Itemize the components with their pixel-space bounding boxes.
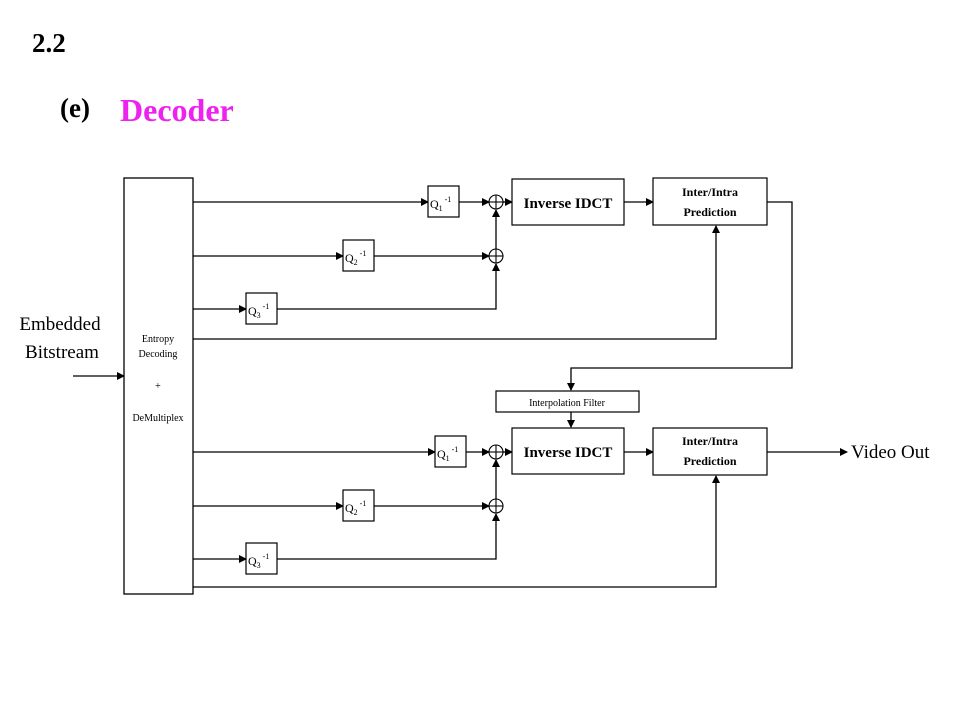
q3-label-bottom: Q3-1 (248, 552, 269, 570)
inverse-idct-bottom-label: Inverse IDCT (524, 445, 613, 461)
demux-block (123, 177, 194, 595)
sum-junction-bottom-1 (488, 444, 504, 460)
prediction-bottom-line1: Inter/Intra (682, 434, 738, 448)
input-label-line2: Bitstream (25, 342, 99, 363)
line-pred-to-interp (567, 201, 793, 391)
demux-line2: Decoding (139, 349, 178, 360)
inverse-idct-top (511, 178, 625, 226)
sum-junction-top-2 (488, 248, 504, 264)
interpolation-filter (495, 390, 640, 413)
inverse-idct-bottom (511, 427, 625, 475)
line-side-to-pred-bottom (193, 475, 720, 588)
q2-inverse-bottom (342, 489, 375, 522)
connection-lines (73, 198, 848, 588)
q1-label-bottom: Q1-1 (437, 445, 458, 463)
inverse-idct-top-label: Inverse IDCT (524, 196, 613, 212)
q2-inverse-top (342, 239, 375, 272)
demux-line3: + (155, 381, 161, 392)
subpart-label: (e) (60, 93, 90, 123)
demux-line4: DeMultiplex (132, 413, 183, 424)
sum-junction-bottom-2 (488, 498, 504, 514)
demux-line1: Entropy (142, 334, 174, 345)
q2-label-top: Q2-1 (345, 249, 366, 267)
q3-inverse-bottom (245, 542, 278, 575)
sum-junction-top-1 (488, 194, 504, 210)
q3-inverse-top (245, 292, 278, 325)
q1-label-top: Q1-1 (430, 195, 451, 213)
line-q3-to-sum2-top (277, 263, 500, 310)
q1-inverse-top (427, 185, 460, 218)
interpolation-filter-label: Interpolation Filter (529, 398, 605, 409)
section-number: 2.2 (32, 28, 66, 58)
line-side-to-pred-top (193, 225, 720, 340)
prediction-top (652, 177, 768, 226)
prediction-top-line2: Prediction (683, 205, 736, 219)
prediction-bottom-line2: Prediction (683, 454, 736, 468)
line-q3-to-sum2-bottom (277, 513, 500, 560)
q1-inverse-bottom (434, 435, 467, 468)
prediction-bottom (652, 427, 768, 476)
input-label-line1: Embedded (19, 314, 101, 335)
q3-label-top: Q3-1 (248, 302, 269, 320)
slide-title: Decoder (120, 92, 234, 128)
output-label: Video Out (851, 442, 930, 463)
q2-label-bottom: Q2-1 (345, 499, 366, 517)
prediction-top-line1: Inter/Intra (682, 185, 738, 199)
